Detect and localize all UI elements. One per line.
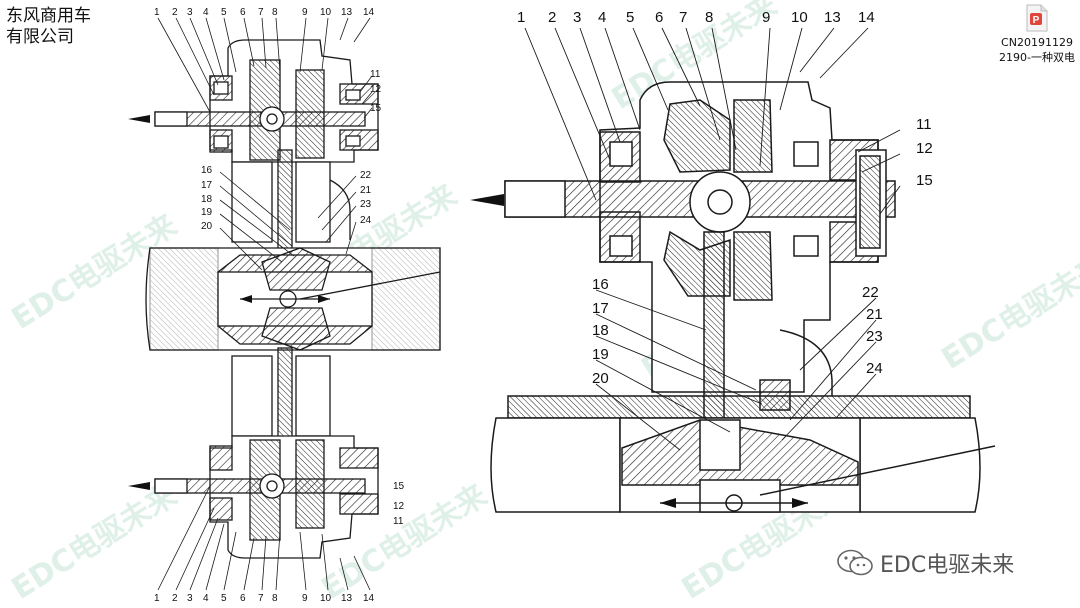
left-top-label: 10	[320, 7, 332, 18]
right-mid-right-label: 22	[862, 284, 879, 301]
left-mid-label: 16	[201, 165, 213, 176]
left-mid-label: 20	[201, 221, 213, 232]
right-top-label: 4	[598, 9, 606, 26]
left-bottom-label: 5	[221, 593, 227, 604]
right-top-label: 10	[791, 9, 808, 26]
pdf-document-icon: P	[1026, 4, 1048, 32]
patent-file-badge[interactable]: P CN20191129 2190-一种双电	[994, 4, 1080, 65]
right-mid-label: 18	[592, 322, 609, 339]
right-top-label: 13	[824, 9, 841, 26]
right-top-labels: 1 2 3 4 5 6 7 8 9 10 13 14	[517, 9, 875, 26]
left-top-label: 13	[341, 7, 353, 18]
right-side-label: 11	[916, 116, 932, 133]
right-mid-label: 16	[592, 276, 609, 293]
right-side-labels: 11 12 15	[916, 116, 933, 189]
right-mid-right-label: 21	[866, 306, 883, 323]
right-top-label: 9	[762, 9, 770, 26]
left-bottom-right-label: 11	[393, 516, 404, 527]
left-top-label: 9	[302, 7, 308, 18]
left-bottom-right-label: 15	[393, 481, 405, 492]
right-top-label: 5	[626, 9, 634, 26]
left-bottom-label: 1	[154, 593, 160, 604]
right-top-label: 8	[705, 9, 713, 26]
company-name-line-1: 东风商用车	[6, 6, 91, 26]
left-mid-left-labels: 16 17 18 19 20	[201, 165, 213, 232]
left-top-label: 6	[240, 7, 246, 18]
right-top-label: 7	[679, 9, 687, 26]
right-side-label: 12	[916, 140, 933, 157]
left-mid-right-label: 21	[360, 185, 372, 196]
right-leader-lines	[524, 27, 901, 451]
brand-text: EDC电驱未来	[880, 553, 1015, 578]
left-bottom-label: 14	[363, 593, 375, 604]
right-mid-right-label: 23	[866, 328, 883, 345]
left-bottom-label: 4	[203, 593, 209, 604]
left-mid-label: 18	[201, 194, 213, 205]
right-mid-label: 20	[592, 370, 609, 387]
right-mid-label: 19	[592, 346, 609, 363]
left-top-labels: 1 2 3 4 5 6 7 8 9 10 13 14	[154, 7, 375, 18]
left-top-label: 1	[154, 7, 160, 18]
left-bottom-label: 10	[320, 593, 332, 604]
left-bottom-label: 8	[272, 593, 278, 604]
left-top-right-label: 12	[370, 84, 382, 95]
left-full-assembly-drawing	[128, 39, 441, 559]
left-top-right-label: 15	[370, 103, 382, 114]
left-top-label: 4	[203, 7, 209, 18]
right-top-label: 6	[655, 9, 663, 26]
left-bottom-label: 3	[187, 593, 193, 604]
right-side-label: 15	[916, 172, 933, 189]
left-bottom-label: 7	[258, 593, 264, 604]
left-mid-right-labels: 22 21 23 24	[360, 170, 372, 226]
left-bottom-right-label: 12	[393, 501, 405, 512]
left-mid-right-label: 24	[360, 215, 372, 226]
company-name-line-2: 有限公司	[6, 27, 74, 47]
right-enlarged-detail-drawing	[470, 81, 996, 513]
left-top-label: 3	[187, 7, 193, 18]
left-bottom-label: 2	[172, 593, 178, 604]
right-mid-right-labels: 22 21 23 24	[862, 284, 883, 377]
right-top-label: 14	[858, 9, 875, 26]
patent-number-line-1: CN20191129	[1001, 36, 1073, 49]
right-top-label: 2	[548, 9, 556, 26]
left-top-right-label: 11	[370, 69, 381, 80]
right-mid-right-label: 24	[866, 360, 883, 377]
brand-signature: EDC电驱未来	[836, 547, 1014, 579]
left-top-right-labels: 11 12 15	[370, 69, 382, 114]
left-bottom-labels: 1 2 3 4 5 6 7 8 9 10 13 14	[154, 593, 375, 604]
watermark-6: EDC电驱未来	[6, 478, 183, 607]
left-mid-right-label: 23	[360, 199, 372, 210]
left-bottom-label: 6	[240, 593, 246, 604]
left-bottom-label: 13	[341, 593, 353, 604]
right-top-label: 3	[573, 9, 581, 26]
left-leader-lines	[157, 17, 373, 591]
left-mid-right-label: 22	[360, 170, 372, 181]
left-top-label: 2	[172, 7, 178, 18]
left-top-label: 8	[272, 7, 278, 18]
company-name: 东风商用车 有限公司	[6, 6, 91, 48]
left-mid-label: 19	[201, 207, 213, 218]
watermark-5: EDC电驱未来	[936, 248, 1080, 377]
left-bottom-right-labels: 15 12 11	[393, 481, 405, 527]
left-mid-label: 17	[201, 180, 213, 191]
left-top-label: 7	[258, 7, 264, 18]
wechat-icon	[837, 549, 873, 576]
right-top-label: 1	[517, 9, 525, 26]
right-mid-left-labels: 16 17 18 19 20	[592, 276, 609, 387]
right-mid-label: 17	[592, 300, 609, 317]
left-top-label: 14	[363, 7, 375, 18]
left-bottom-label: 9	[302, 593, 308, 604]
left-top-label: 5	[221, 7, 227, 18]
svg-text:P: P	[1033, 15, 1040, 26]
patent-number-line-2: 2190-一种双电	[999, 51, 1075, 64]
